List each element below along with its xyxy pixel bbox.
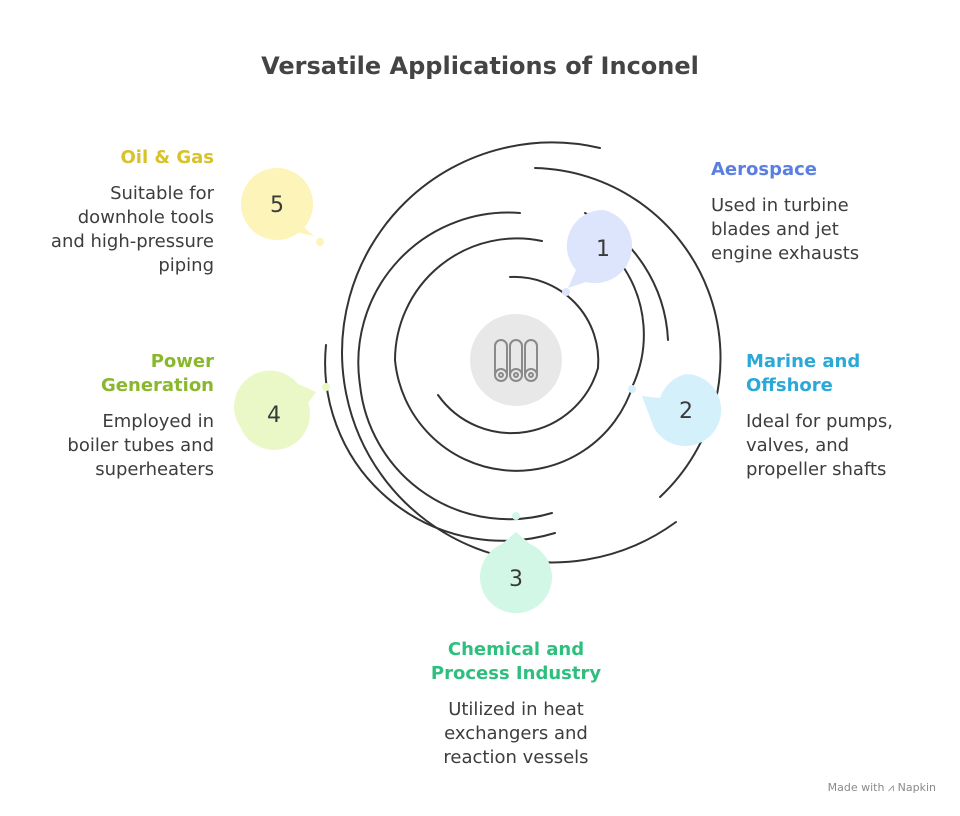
arc-ring-2c <box>394 359 634 472</box>
spiral-arcs <box>324 141 722 564</box>
bubble-5-number: 5 <box>270 193 284 218</box>
arc-ring-1b <box>437 367 599 435</box>
bubble-5: 5 <box>241 168 324 246</box>
page-title: Versatile Applications of Inconel <box>261 52 699 80</box>
bubble-1: 1 <box>562 209 633 296</box>
label-power-generation: Power Generation <box>101 351 214 396</box>
bubble-1-number: 1 <box>596 237 610 262</box>
desc-oil-gas: Suitable for downhole tools and high-pre… <box>50 183 214 276</box>
arc-ring-5 <box>341 141 677 564</box>
arc-ring-2b <box>623 267 645 386</box>
arc-ring-2a <box>394 237 543 361</box>
desc-chemical-process: Utilized in heat exchangers and reaction… <box>443 699 589 768</box>
arc-ring-4a <box>534 167 722 498</box>
label-aerospace: Aerospace <box>711 159 818 180</box>
desc-aerospace: Used in turbine blades and jet engine ex… <box>711 195 860 264</box>
bubble-3-number: 3 <box>509 567 523 592</box>
label-marine-offshore: Marine and Offshore <box>746 351 861 396</box>
desc-marine-offshore: Ideal for pumps, valves, and propeller s… <box>746 411 893 480</box>
bubble-4: 4 <box>234 370 330 450</box>
arc-ring-1a <box>509 275 600 369</box>
desc-power-generation: Employed in boiler tubes and superheater… <box>67 411 214 480</box>
bubble-2-number: 2 <box>679 399 693 424</box>
label-chemical-process: Chemical and Process Industry <box>430 639 602 684</box>
label-oil-gas: Oil & Gas <box>120 147 214 168</box>
pipes-icon <box>470 314 562 406</box>
bubble-2: 2 <box>628 374 722 446</box>
arc-ring-3c <box>357 211 521 386</box>
made-with-napkin-footer[interactable]: Made with ⩘ Napkin <box>827 781 936 794</box>
arc-ring-4b <box>324 344 556 542</box>
bubble-4-number: 4 <box>267 403 281 428</box>
bubble-3: 3 <box>480 512 552 614</box>
